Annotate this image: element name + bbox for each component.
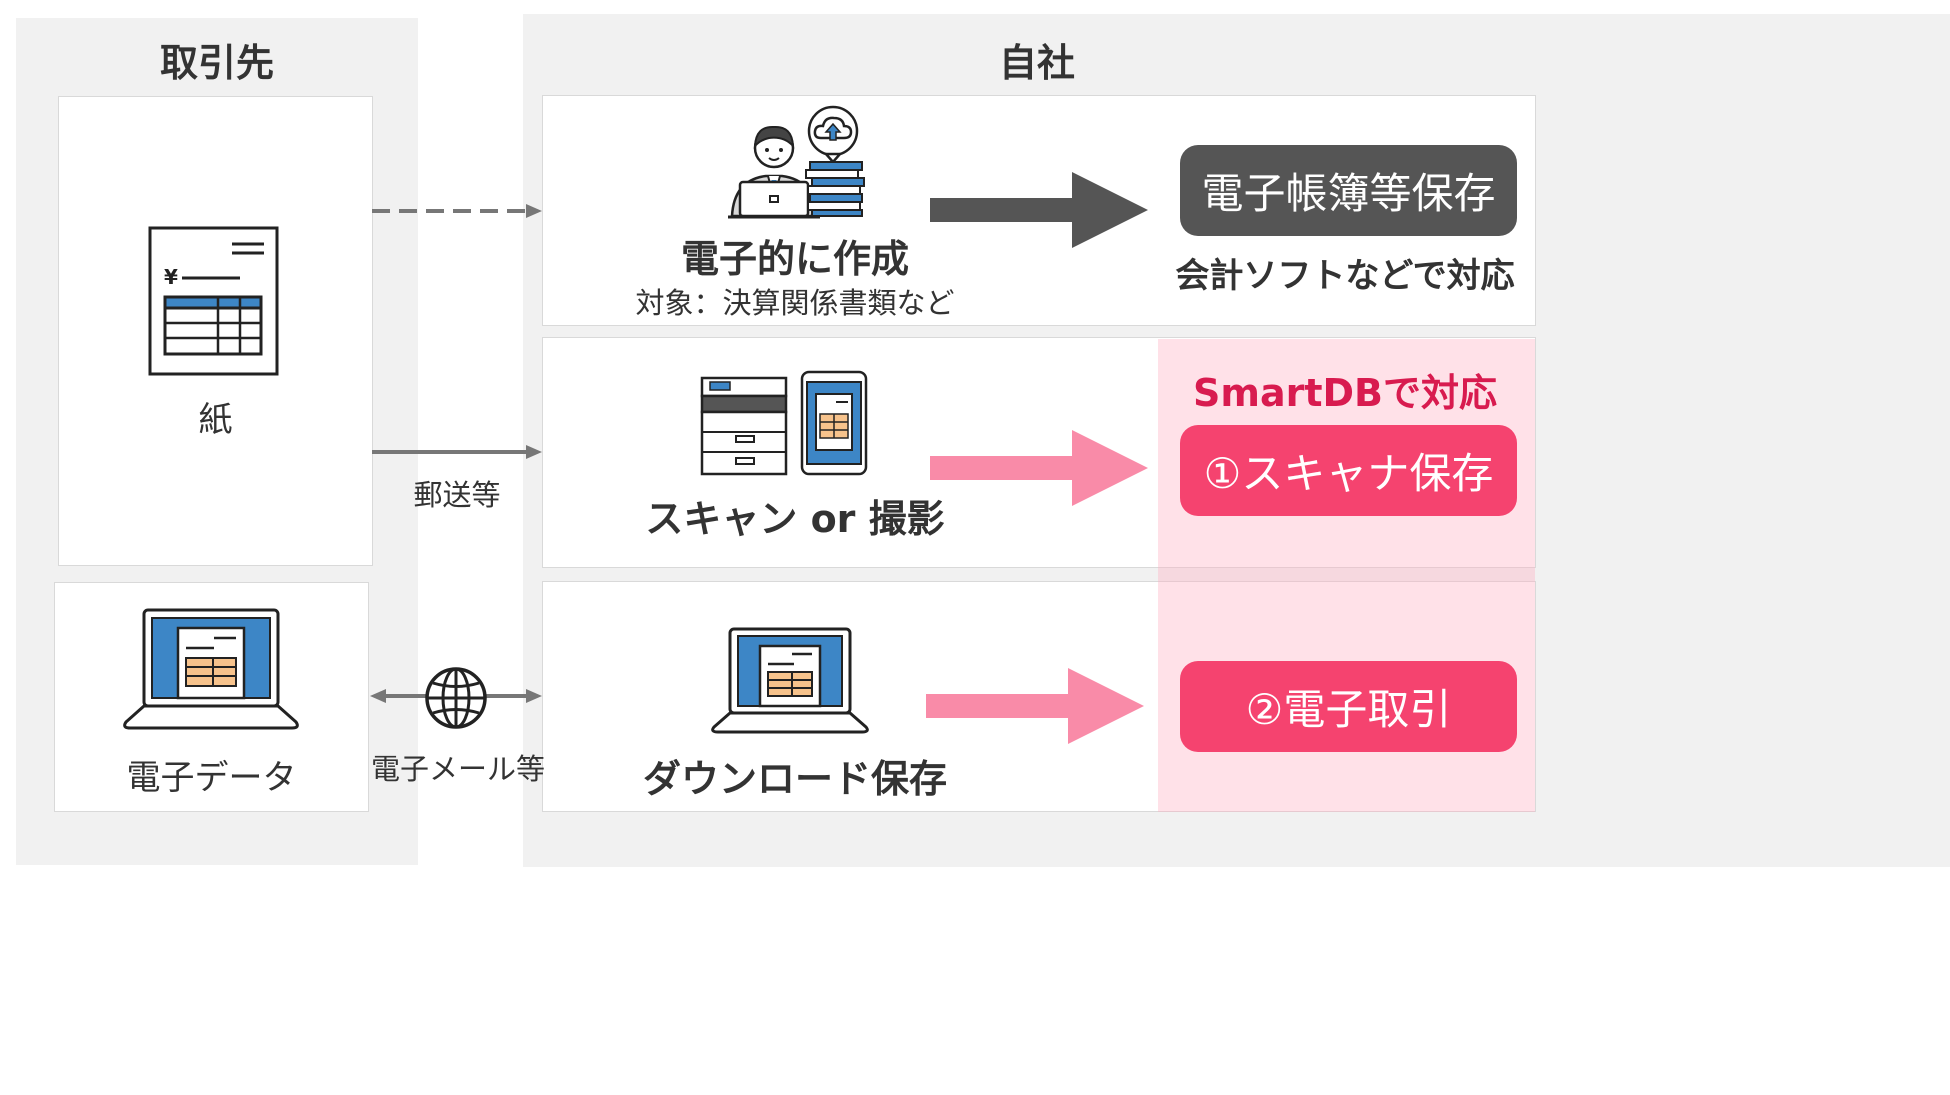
dashed-arrow xyxy=(372,204,542,218)
paper-label: 紙 xyxy=(198,400,233,440)
electronic-ledger-storage-button[interactable]: 電子帳簿等保存 xyxy=(1180,145,1517,236)
person-at-laptop-icon xyxy=(728,125,820,219)
row1-subtitle: 対象：決算関係書類など xyxy=(635,286,955,320)
smartphone-icon xyxy=(800,370,868,476)
cloud-upload-icon xyxy=(807,105,859,164)
smartdb-title: SmartDBで対応 xyxy=(1192,371,1498,415)
mail-arrow xyxy=(372,445,542,459)
row3-title: ダウンロード保存 xyxy=(642,757,947,801)
partner-panel-title: 取引先 xyxy=(159,41,274,85)
electronic-transaction-button[interactable]: ②電子取引 xyxy=(1180,661,1517,752)
pink-arrow-download xyxy=(926,668,1144,744)
scanner-storage-button[interactable]: ①スキャナ保存 xyxy=(1180,425,1517,516)
document-stack-icon xyxy=(805,161,865,217)
company-panel-title: 自社 xyxy=(998,41,1075,85)
accounting-software-caption: 会計ソフトなどで対応 xyxy=(1175,256,1515,296)
paper-box xyxy=(58,96,373,566)
row1-title: 電子的に作成 xyxy=(680,237,909,281)
mail-label: 郵送等 xyxy=(413,478,501,512)
yen-sign: ¥ xyxy=(164,265,178,289)
laptop-icon xyxy=(123,608,299,730)
row2-title: スキャン or 撮影 xyxy=(645,497,945,541)
electronic-data-label: 電子データ xyxy=(126,758,297,798)
copier-icon xyxy=(700,376,788,476)
download-laptop-icon xyxy=(711,627,869,734)
globe-icon xyxy=(425,667,487,729)
email-label: 電子メール等 xyxy=(370,752,545,786)
paper-document-icon: ¥ xyxy=(148,226,279,376)
dark-arrow xyxy=(930,172,1148,248)
pink-arrow-scan xyxy=(930,430,1148,506)
